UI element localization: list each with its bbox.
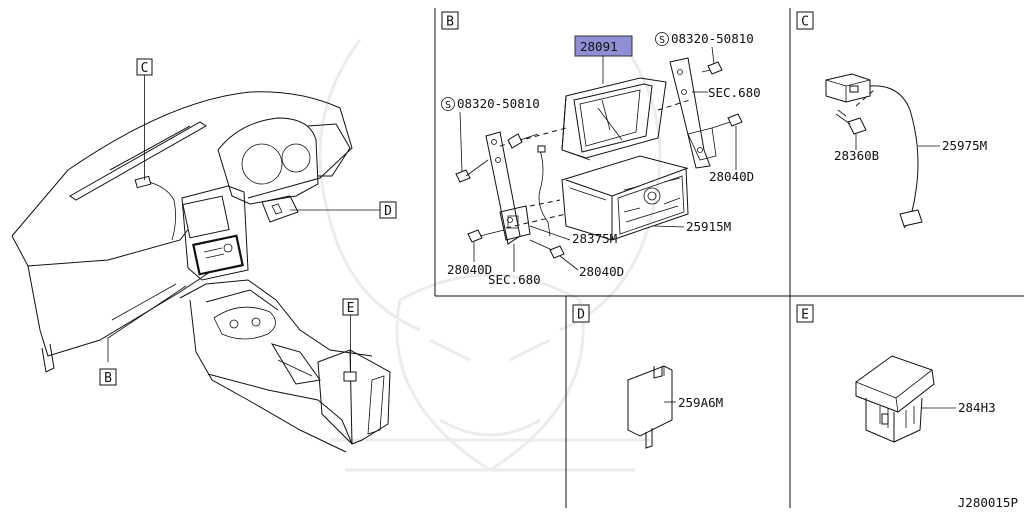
panel-d-tag: D <box>577 308 585 323</box>
screw-icon <box>701 61 723 75</box>
part-label-screw-left[interactable]: S 08320-50810 <box>441 96 540 173</box>
audio-unit <box>561 155 689 241</box>
part-label-bolt-right[interactable]: 28040D <box>709 126 754 184</box>
callout-e-label: E <box>347 301 355 316</box>
part-number-28091: 28091 <box>580 39 618 54</box>
bolt-icon <box>529 239 565 259</box>
part-number-bracket-harness: 28375M <box>572 231 617 246</box>
part-label-284h3[interactable]: 284H3 <box>922 400 996 415</box>
left-bracket <box>485 131 531 245</box>
part-label-screw-right[interactable]: S 08320-50810 <box>655 31 754 65</box>
part-number-bolt-left: 28040D <box>447 262 492 277</box>
callout-d[interactable]: D <box>290 201 397 219</box>
drawing-code: J280015P <box>958 495 1018 510</box>
screw-symbol: S <box>445 100 451 111</box>
watermark-crest <box>318 39 662 472</box>
part-label-28091[interactable]: 28091 <box>574 35 633 84</box>
panel-d: D 259A6M <box>572 304 723 449</box>
part-number-audio-unit: 25915M <box>686 219 731 234</box>
bolt-icon <box>711 113 743 129</box>
part-label-sec-bottom[interactable]: SEC.680 <box>488 244 541 287</box>
panel-b: B 28091 <box>441 11 761 287</box>
part-label-bolt-bottom[interactable]: 28040D <box>559 255 624 279</box>
callout-b[interactable]: B <box>99 368 117 386</box>
module-icon <box>627 365 673 449</box>
part-number-harness: 25975M <box>942 138 987 153</box>
callout-d-label: D <box>384 204 392 219</box>
panel-c-tag: C <box>801 15 809 30</box>
part-number-screw-left: 08320-50810 <box>457 96 540 111</box>
part-label-28375m[interactable]: 28375M <box>529 225 617 246</box>
right-bracket <box>669 57 717 169</box>
part-number-bolt-bottom: 28040D <box>579 264 624 279</box>
clip-icon <box>835 109 867 135</box>
jack-icon <box>855 355 935 443</box>
callout-b-label: B <box>104 371 112 386</box>
panel-c: C 28360B 25975M <box>796 11 987 229</box>
callout-c-label: C <box>141 61 149 76</box>
part-label-25915m[interactable]: 25915M <box>653 219 731 234</box>
sec-ref-bottom: SEC.680 <box>488 272 541 287</box>
callout-c[interactable]: C <box>136 58 153 180</box>
screw-symbol: S <box>659 35 665 46</box>
part-label-25975m[interactable]: 25975M <box>918 138 987 153</box>
part-number-clip: 28360B <box>834 148 879 163</box>
display-unit <box>561 77 667 161</box>
panel-e: E 284H3 <box>796 304 996 443</box>
part-number-jack: 284H3 <box>958 400 996 415</box>
part-number-screw-right: 08320-50810 <box>671 31 754 46</box>
screw-icon <box>455 159 489 183</box>
part-label-sec-right[interactable]: SEC.680 <box>692 85 761 100</box>
sec-ref-right: SEC.680 <box>708 85 761 100</box>
part-label-28360b[interactable]: 28360B <box>834 134 879 163</box>
panel-b-tag: B <box>446 15 454 30</box>
part-number-bolt-right: 28040D <box>709 169 754 184</box>
panel-e-tag: E <box>801 308 809 323</box>
dashboard-illustration <box>11 91 391 453</box>
connector-icon <box>825 73 871 103</box>
part-number-module: 259A6M <box>678 395 723 410</box>
screw-icon <box>507 133 539 149</box>
bolt-icon <box>467 229 505 243</box>
part-label-259a6m[interactable]: 259A6M <box>664 395 723 410</box>
callout-e[interactable]: E <box>342 298 359 372</box>
panel-frames <box>434 8 1024 508</box>
part-label-bolt-left[interactable]: 28040D <box>447 242 492 277</box>
